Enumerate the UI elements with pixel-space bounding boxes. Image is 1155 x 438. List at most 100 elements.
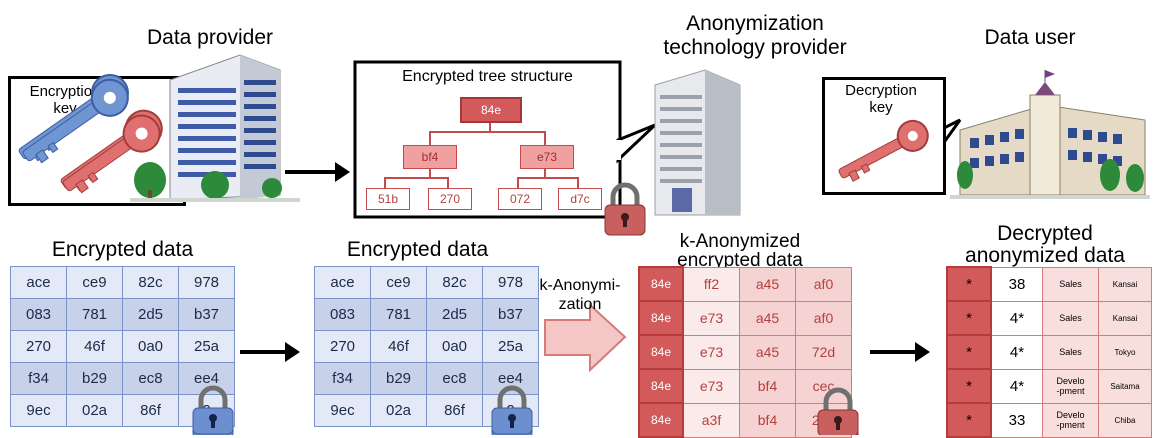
table-cell: 0a0 xyxy=(122,330,179,363)
table-cell: 083 xyxy=(314,298,371,331)
table-cell: Sales xyxy=(1042,300,1099,336)
heading-anon-provider-1: Anonymization xyxy=(686,12,824,35)
tree-node-leaf: 072 xyxy=(498,188,542,210)
table-cell: 2 xyxy=(482,394,539,427)
table-cell: b37 xyxy=(178,298,235,331)
table-cell: ee4 xyxy=(178,362,235,395)
table-cell: a45 xyxy=(739,334,796,370)
school-icon xyxy=(950,70,1150,199)
table-cell: f34 xyxy=(10,362,67,395)
table-cell: cec xyxy=(795,368,852,404)
table-cell: e73 xyxy=(682,334,740,370)
table-cell: 72d xyxy=(795,334,852,370)
table-cell: ce9 xyxy=(370,266,427,299)
table-cell: 781 xyxy=(66,298,123,331)
table-cell: af0 xyxy=(795,266,852,302)
table-cell: bf4 xyxy=(739,402,796,438)
table-cell: b37 xyxy=(482,298,539,331)
table-cell: Develo-pment xyxy=(1042,368,1099,404)
tree-node-level1: e73 xyxy=(520,145,574,169)
table-cell: 02a xyxy=(66,394,123,427)
tree-node-leaf: 51b xyxy=(366,188,410,210)
table-cell: a3f xyxy=(682,402,740,438)
table-cell: 4* xyxy=(990,368,1043,404)
k-anonymization-arrow-icon xyxy=(544,302,627,373)
table-cell: 4* xyxy=(990,334,1043,370)
table-cell: ee4 xyxy=(482,362,539,395)
table-cell: 82c xyxy=(426,266,483,299)
table-cell: 84e xyxy=(638,334,684,370)
table-cell: Sales xyxy=(1042,266,1099,302)
tree-title: Encrypted tree structure xyxy=(402,68,573,85)
table-cell: ff2 xyxy=(682,266,740,302)
table-cell: 84e xyxy=(638,402,684,438)
table-cell: * xyxy=(946,300,992,336)
building-icon xyxy=(130,54,300,202)
table-cell: Kansai xyxy=(1098,266,1152,302)
tree-node-leaf: d7c xyxy=(558,188,602,210)
table-cell: ec8 xyxy=(122,362,179,395)
heading-data-user: Data user xyxy=(984,26,1076,49)
tree-node-leaf: 270 xyxy=(428,188,472,210)
heading-k-anon-1: k-Anonymized xyxy=(679,231,801,252)
lock-icon xyxy=(604,182,646,236)
table-cell: 2d5 xyxy=(122,298,179,331)
table-cell: 270 xyxy=(10,330,67,363)
decryption-key-label-1: Decryption xyxy=(845,82,917,99)
table-cell: 978 xyxy=(482,266,539,299)
table-cell: f34 xyxy=(314,362,371,395)
k-anonymization-label-2: zation xyxy=(558,296,602,313)
table-cell: ce9 xyxy=(66,266,123,299)
tower-icon xyxy=(654,69,741,216)
table-cell: 270 xyxy=(314,330,371,363)
table-cell: Kansai xyxy=(1098,300,1152,336)
table-cell: a45 xyxy=(739,300,796,336)
table-cell: * xyxy=(946,402,992,438)
table-cell: e73 xyxy=(682,368,740,404)
encryption-key-label-1: Encryption xyxy=(29,83,101,100)
table-cell: ace xyxy=(10,266,67,299)
table-cell: 25a xyxy=(178,330,235,363)
table-cell: 9ec xyxy=(10,394,67,427)
table-cell: * xyxy=(946,334,992,370)
decryption-key-label-2: key xyxy=(869,99,893,116)
table-cell: 02a xyxy=(370,394,427,427)
heading-decrypted-1: Decrypted xyxy=(997,222,1093,245)
table-cell: 86f xyxy=(426,394,483,427)
heading-encrypted-data-2: Encrypted data xyxy=(346,238,489,261)
heading-anon-provider-2: technology provider xyxy=(663,36,847,59)
table-cell: Chiba xyxy=(1098,402,1152,438)
table-cell: b29 xyxy=(66,362,123,395)
table-cell: 46f xyxy=(66,330,123,363)
heading-data-provider: Data provider xyxy=(146,26,274,49)
heading-encrypted-data-1: Encrypted data xyxy=(51,238,194,261)
table-cell: 978 xyxy=(178,266,235,299)
tree-edges xyxy=(384,120,579,188)
table-cell: 38 xyxy=(990,266,1043,302)
table-cell: b29 xyxy=(370,362,427,395)
table-cell: 2 xyxy=(178,394,235,427)
table-cell: Saitama xyxy=(1098,368,1152,404)
arrow-icon xyxy=(870,342,930,362)
table-cell: 84e xyxy=(638,266,684,302)
table-cell: 26a xyxy=(795,402,852,438)
table-cell: 2d5 xyxy=(426,298,483,331)
